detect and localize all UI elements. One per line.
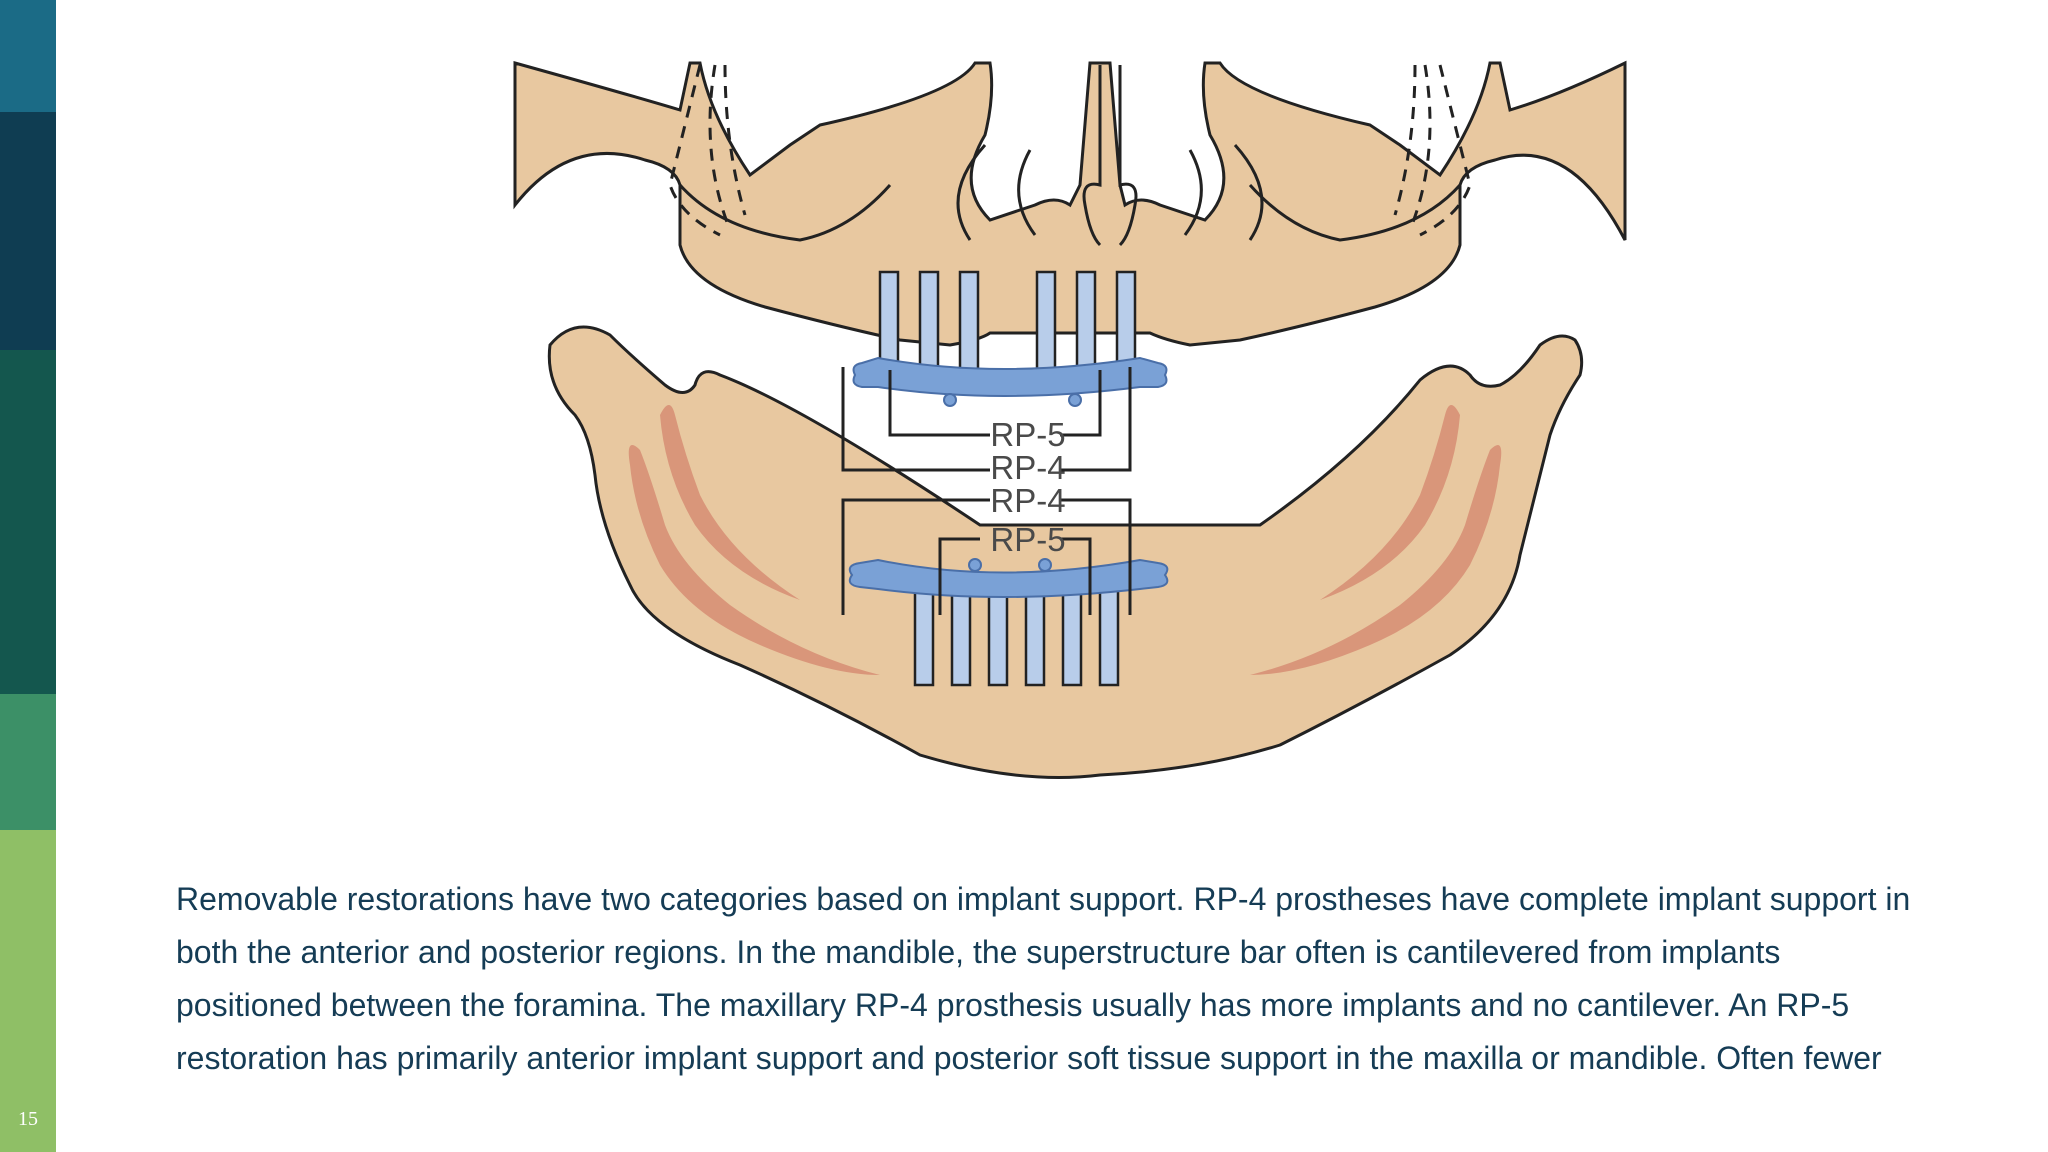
label-rp5-upper: RP-5 (990, 416, 1065, 453)
sidebar-band-4 (0, 694, 56, 830)
paragraph-2: both the anterior and posterior regions.… (176, 934, 1781, 970)
maxilla-bone (513, 60, 1627, 347)
mandible-canal-left (628, 445, 880, 675)
sidebar-color-bands: 15 (0, 0, 56, 1152)
mandible-bone (547, 325, 1584, 779)
sidebar-band-1 (0, 0, 56, 112)
paragraph-3: positioned between the foramina. The max… (176, 987, 1850, 1023)
paragraph-4: restoration has primarily anterior impla… (176, 1040, 1882, 1076)
sidebar-band-5 (0, 830, 56, 1152)
mandible-canal-right (1250, 445, 1502, 675)
lower-implants (913, 583, 1120, 687)
body-text: Removable restorations have two categori… (176, 878, 1996, 1090)
jaw-diagram-svg: RP-5 RP-4 RP-4 RP-5 (513, 60, 1627, 779)
maxilla-left-curve (678, 143, 1037, 242)
lower-bar (848, 558, 1169, 598)
maxilla-dashed-right (1393, 64, 1472, 237)
upper-bar (852, 356, 1168, 397)
upper-implants (878, 270, 1137, 374)
label-rp4-lower: RP-4 (990, 482, 1065, 519)
paragraph-1: Removable restorations have two categori… (176, 881, 1911, 917)
sidebar-band-3 (0, 350, 56, 694)
sidebar-band-2 (0, 112, 56, 350)
label-brackets (841, 367, 1132, 615)
maxilla-right-curve (1183, 143, 1462, 242)
slide-number: 15 (18, 1108, 38, 1130)
maxilla-nasal-curve (1082, 65, 1138, 247)
mandible-canal-left-upper (660, 405, 800, 600)
maxilla-dashed-left (668, 64, 747, 237)
label-rp5-lower: RP-5 (990, 521, 1065, 558)
label-rp4-upper: RP-4 (990, 449, 1065, 486)
jaw-implant-diagram: RP-5 RP-4 RP-4 RP-5 (500, 55, 1640, 795)
mandible-canal-right-upper (1320, 405, 1460, 600)
